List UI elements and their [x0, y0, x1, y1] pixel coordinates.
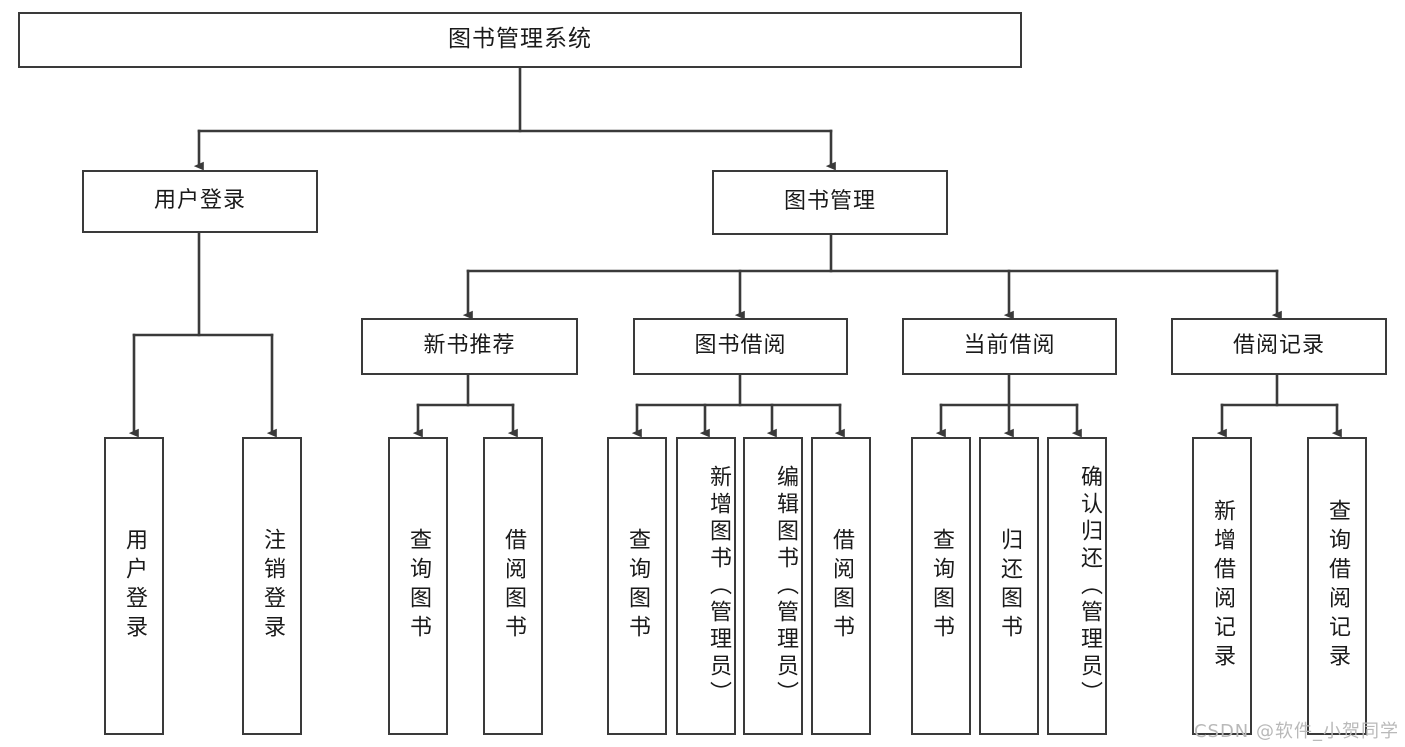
node-book-management[interactable]: 图书管理 [712, 170, 948, 235]
node-label: 图书管理 [783, 189, 876, 215]
node-label: 查询图书 [929, 528, 954, 644]
node-label: 编辑图书（管理员） [773, 464, 798, 708]
node-current-borrow[interactable]: 当前借阅 [902, 318, 1117, 375]
node-label: 新增借阅记录 [1210, 499, 1235, 673]
node-leaf-borrow-book-1[interactable]: 借阅图书 [483, 437, 543, 735]
node-label: 查询图书 [625, 528, 650, 644]
node-label: 借阅图书 [501, 528, 526, 644]
node-leaf-user-login[interactable]: 用户登录 [104, 437, 164, 735]
node-label: 图书借阅 [694, 333, 787, 359]
node-label: 用户登录 [153, 188, 246, 214]
node-leaf-logout-login[interactable]: 注销登录 [242, 437, 302, 735]
node-label: 借阅图书 [829, 528, 854, 644]
node-label: 用户登录 [122, 528, 147, 644]
node-book-management-system[interactable]: 图书管理系统 [18, 12, 1022, 68]
node-leaf-add-book[interactable]: 新增图书（管理员） [676, 437, 736, 735]
node-user-login[interactable]: 用户登录 [82, 170, 318, 233]
node-leaf-query-book-2[interactable]: 查询图书 [607, 437, 667, 735]
node-borrow-record[interactable]: 借阅记录 [1171, 318, 1387, 375]
node-label: 查询图书 [406, 528, 431, 644]
node-label: 查询借阅记录 [1325, 499, 1350, 673]
node-leaf-add-record[interactable]: 新增借阅记录 [1192, 437, 1252, 735]
node-label: 归还图书 [997, 528, 1022, 644]
node-label: 借阅记录 [1232, 333, 1325, 359]
node-label: 新增图书（管理员） [706, 464, 731, 708]
node-leaf-query-book-3[interactable]: 查询图书 [911, 437, 971, 735]
node-label: 确认归还（管理员） [1077, 464, 1102, 708]
node-leaf-borrow-book-2[interactable]: 借阅图书 [811, 437, 871, 735]
node-leaf-edit-book[interactable]: 编辑图书（管理员） [743, 437, 803, 735]
node-label: 注销登录 [260, 528, 285, 644]
node-leaf-query-book-1[interactable]: 查询图书 [388, 437, 448, 735]
node-leaf-confirm-return[interactable]: 确认归还（管理员） [1047, 437, 1107, 735]
node-label: 图书管理系统 [448, 26, 592, 53]
node-new-book-recommend[interactable]: 新书推荐 [361, 318, 578, 375]
node-book-borrow[interactable]: 图书借阅 [633, 318, 848, 375]
node-leaf-return-book[interactable]: 归还图书 [979, 437, 1039, 735]
node-label: 当前借阅 [963, 333, 1056, 359]
node-label: 新书推荐 [423, 333, 516, 359]
node-leaf-query-record[interactable]: 查询借阅记录 [1307, 437, 1367, 735]
